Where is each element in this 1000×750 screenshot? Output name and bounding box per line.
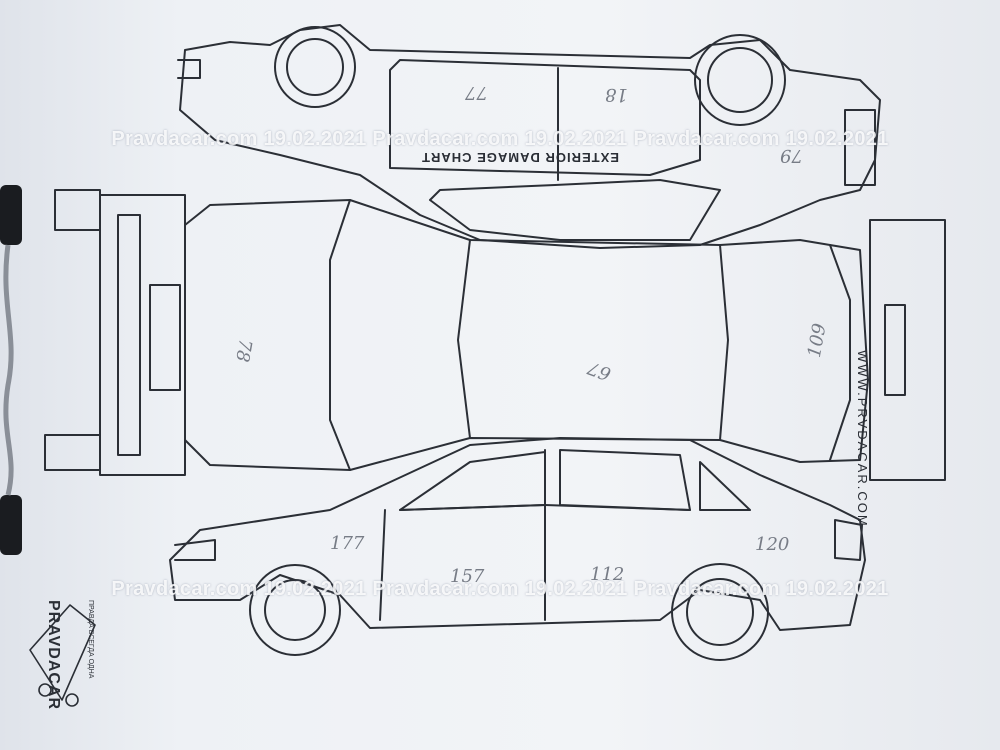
bottom-side-view <box>169 437 866 661</box>
pravdacar-stamp: PRAVDACAR ПРАВДА ВСЕГДА ОДНА <box>22 580 132 720</box>
watermark-bottom: Pravdacar.com 19.02.2021 Pravdacar.com 1… <box>111 578 889 600</box>
top-down-view <box>44 189 946 481</box>
stamp-tagline: ПРАВДА ВСЕГДА ОДНА <box>87 600 94 679</box>
measurement-top-corner: 79 <box>780 145 803 166</box>
chart-title: EXTERIOR DAMAGE CHART <box>421 150 619 165</box>
measurement-rear-fender: 120 <box>755 534 790 555</box>
measurement-top-panel-right: 18 <box>605 84 628 105</box>
stamp-brand: PRAVDACAR <box>45 600 62 711</box>
measurement-hood: 78 <box>231 337 256 364</box>
stamp-drawing <box>29 604 96 707</box>
top-side-view <box>177 24 881 249</box>
site-url-vertical: WWW.PRVDACAR.COM <box>855 350 870 528</box>
measurement-front-fender: 177 <box>330 533 365 554</box>
clipboard-clip <box>0 185 22 555</box>
measurement-front-door: 157 <box>450 566 485 587</box>
watermark-top: Pravdacar.com 19.02.2021 Pravdacar.com 1… <box>111 128 889 150</box>
measurement-top-panel-left: 77 <box>465 82 488 103</box>
measurement-rear-door: 112 <box>590 564 625 585</box>
